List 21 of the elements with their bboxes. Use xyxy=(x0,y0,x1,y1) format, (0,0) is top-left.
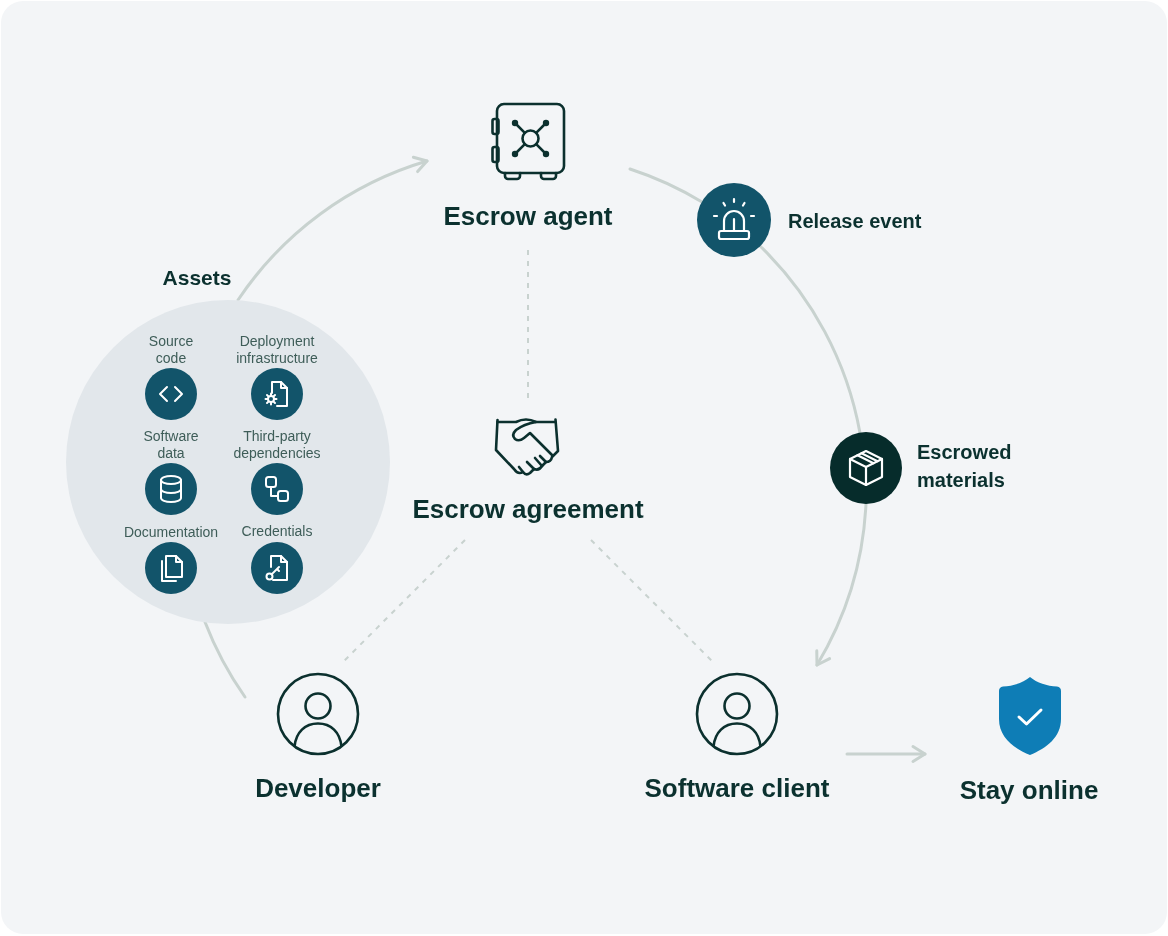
item-label: Documentation xyxy=(123,524,219,541)
group-heading: Assets xyxy=(162,265,232,291)
item-label: Credentials xyxy=(241,523,313,540)
dashed-connector xyxy=(527,249,529,401)
curved-connector-line xyxy=(203,620,247,699)
item-label: Third-party dependencies xyxy=(232,428,322,462)
item-label: Deployment infrastructure xyxy=(235,333,319,367)
node-label: Software client xyxy=(644,772,830,804)
curved-connector-line xyxy=(758,244,862,435)
node-label: Escrow agreement xyxy=(412,493,644,525)
node-label: Stay online xyxy=(959,774,1099,806)
node-label: Developer xyxy=(255,772,381,804)
node-label: Release event xyxy=(788,209,922,234)
node-label: Escrowed materials xyxy=(917,440,1013,493)
node-label: Escrow agent xyxy=(443,200,613,232)
item-label: Software data xyxy=(142,428,200,462)
item-label: Source code xyxy=(147,333,195,367)
curved-arrow xyxy=(814,502,868,667)
curved-connector-line xyxy=(628,167,704,204)
arrow xyxy=(845,745,927,763)
curved-arrow xyxy=(236,156,429,302)
